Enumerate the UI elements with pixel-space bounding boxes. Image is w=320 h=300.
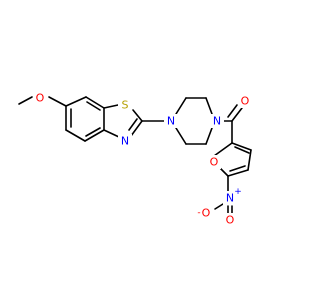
atom-carbonyl-oxygen: O <box>241 95 250 108</box>
bond-benzene-5 <box>65 129 86 142</box>
bond-furan-2 <box>247 149 252 171</box>
bond-s-c2 <box>132 109 143 122</box>
bond-carbonyl-o-double <box>227 104 238 118</box>
bond-n-c2-inner <box>128 118 138 131</box>
bond-benzene-2-inner <box>86 101 101 111</box>
bond-furan-1 <box>231 142 252 151</box>
bond-furan-3-inner <box>229 165 246 172</box>
atom-nitro-nitrogen: N <box>226 192 234 205</box>
atom-labels: O S N N N O O N + O - O <box>33 91 252 227</box>
bond-furan-3 <box>227 169 249 177</box>
bond-benzene-2 <box>85 96 105 109</box>
bond-pip-6 <box>175 127 187 145</box>
bond-nitro-o-single <box>214 203 224 210</box>
bond-furan-5 <box>213 142 233 157</box>
molecule-structure-diagram: O S N N N O O N + O - O <box>18 91 252 227</box>
atom-furan-oxygen: O <box>210 156 219 169</box>
bond-pip-1 <box>175 97 187 115</box>
atom-thiazole-nitrogen: N <box>121 135 129 148</box>
bond-furan-1-inner <box>234 146 250 154</box>
bond-benzene-4 <box>84 129 105 142</box>
bond-furan-4 <box>219 167 229 177</box>
bond-o-c6 <box>48 96 67 107</box>
bond-c7a-s <box>103 104 119 109</box>
bond-methyl-o <box>18 96 33 105</box>
atom-nitro-oxygen-single: O <box>202 207 211 220</box>
bond-carbonyl-o <box>231 107 243 122</box>
atom-nitro-oxygen-double: O <box>226 214 235 227</box>
bond-pip-3 <box>205 97 213 115</box>
atom-piperazine-n1: N <box>167 115 175 128</box>
atom-thiazole-sulfur: S <box>122 99 129 112</box>
bond-pip-4 <box>205 127 213 145</box>
charge-nitro-nitrogen: + <box>234 187 242 197</box>
atom-methoxy-oxygen: O <box>36 92 45 105</box>
atom-piperazine-n4: N <box>213 115 221 128</box>
bond-benzene-4-inner <box>85 127 101 137</box>
bond-n-c2 <box>130 120 143 137</box>
bond-benzene-1 <box>65 96 87 107</box>
bond-c3a-n <box>103 129 120 138</box>
charge-nitro-oxygen-single: - <box>197 208 200 218</box>
